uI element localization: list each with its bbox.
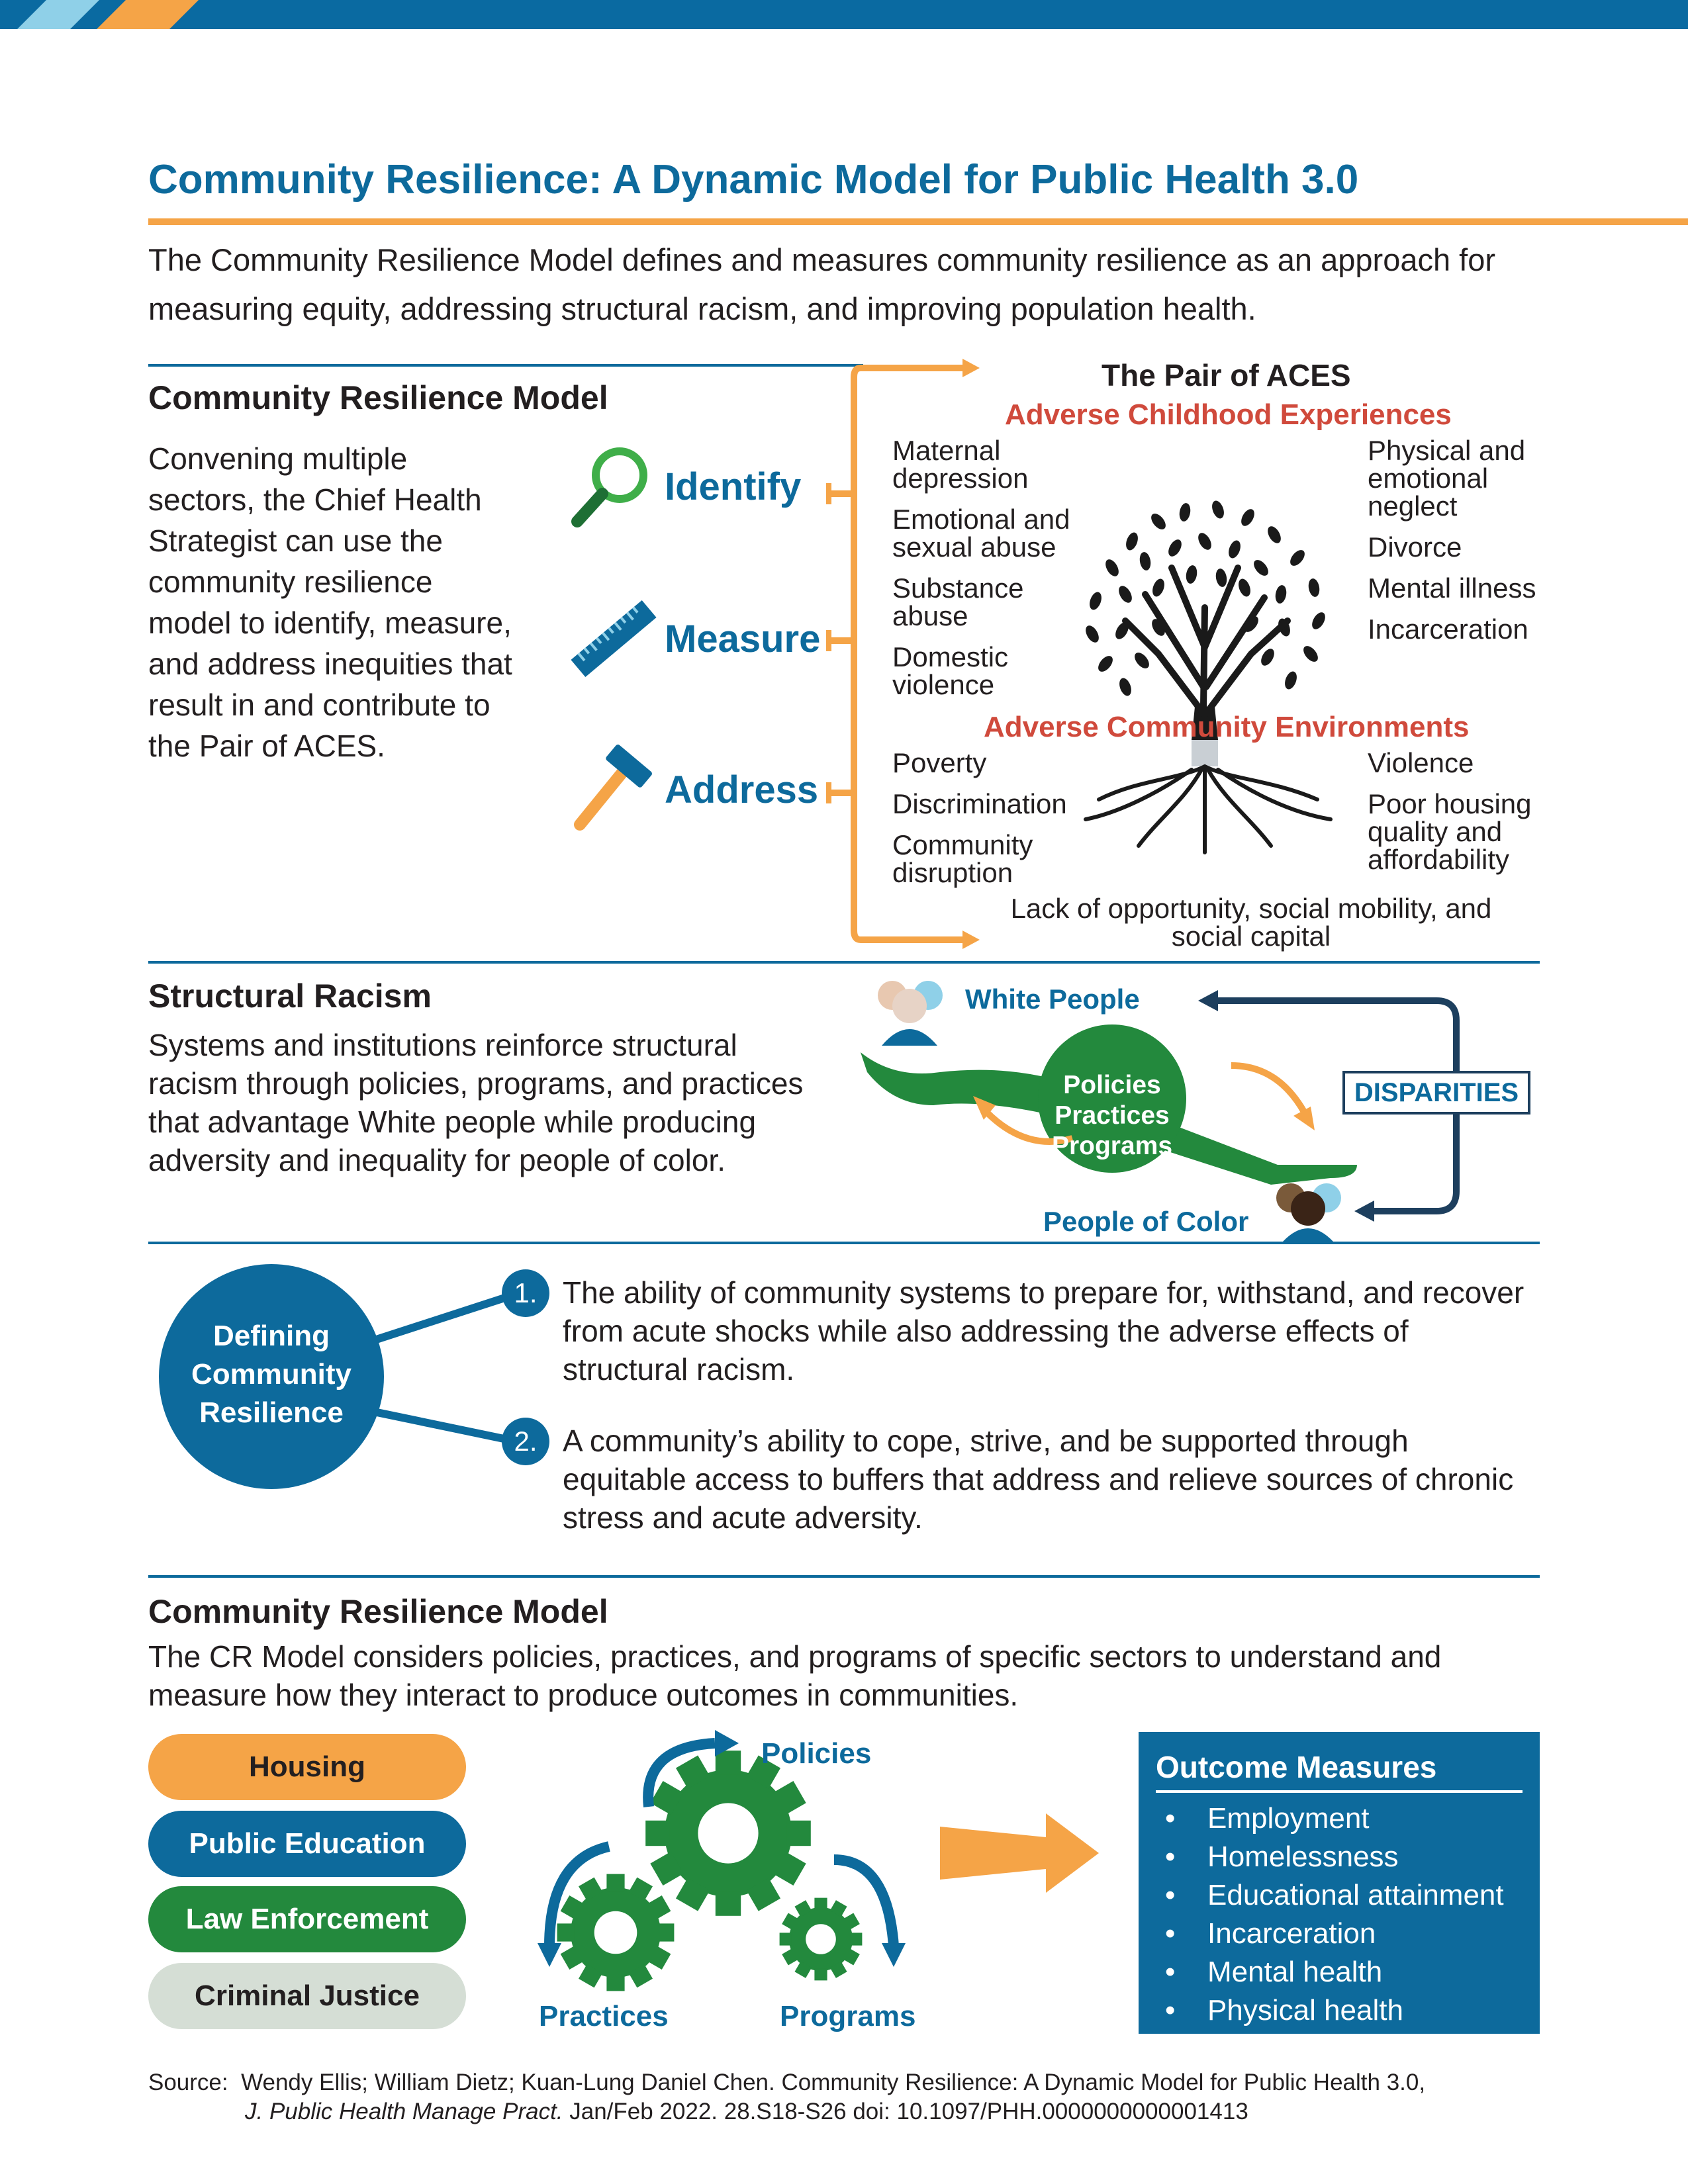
ruler-icon: [571, 600, 657, 678]
ace-item: Physical and emotional neglect: [1368, 435, 1526, 522]
ace-item: Poor housing quality and affordability: [1368, 788, 1532, 875]
definition-item: The ability of community systems to prep…: [563, 1275, 1524, 1387]
page-title: Community Resilience: A Dynamic Model fo…: [148, 157, 1359, 203]
ace-item: Domestic violence: [892, 641, 1009, 700]
section-rule: [148, 961, 1540, 964]
ace-item: Divorce: [1368, 531, 1462, 563]
outcome-item: Physical health: [1139, 1991, 1540, 2030]
cr-model-body: The CR Model considers policies, practic…: [148, 1639, 1442, 1712]
model-body: Convening multiple sectors, the Chief He…: [148, 441, 512, 763]
ace-item: Emotional and sexual abuse: [892, 504, 1070, 563]
policy-line: Policies: [1063, 1071, 1161, 1099]
section-rule: [148, 1242, 1540, 1244]
gears-diagram: [538, 1730, 906, 1991]
ace-item: Mental illness: [1368, 572, 1536, 604]
racism-body: Systems and institutions reinforce struc…: [148, 1028, 804, 1177]
disparities-label: DISPARITIES: [1354, 1077, 1519, 1107]
cr-model-heading: Community Resilience Model: [148, 1593, 608, 1630]
sector-housing: Housing: [148, 1734, 466, 1800]
top-banner: [0, 0, 1688, 29]
gear-label-programs: Programs: [780, 2000, 916, 2032]
title-underline: [148, 218, 1688, 225]
racism-heading: Structural Racism: [148, 978, 432, 1015]
section-rule: [148, 364, 863, 367]
sector-law-enforcement: Law Enforcement: [148, 1886, 466, 1952]
community-heading: Adverse Community Environments: [984, 711, 1470, 743]
orange-bracket: [826, 359, 980, 949]
ace-item: Discrimination: [892, 788, 1067, 819]
hammer-icon: [574, 745, 652, 831]
outcome-list: Employment Homelessness Educational atta…: [1139, 1799, 1540, 2030]
people-of-color-label: People of Color: [1043, 1206, 1249, 1237]
ace-item: Poverty: [892, 747, 987, 778]
source-line2: Jan/Feb 2022. 28.S18-S26 doi: 10.1097/PH…: [563, 2099, 1248, 2124]
definition-item: A community’s ability to cope, strive, a…: [563, 1424, 1514, 1535]
structural-racism-diagram: [861, 981, 1530, 1242]
step-identify: Identify: [665, 465, 802, 508]
ace-item: Maternal depression: [892, 435, 1029, 494]
policy-line: Practices: [1055, 1101, 1170, 1130]
policy-line: Programs: [1051, 1132, 1173, 1160]
magnifying-glass-icon: [571, 447, 647, 527]
arrow-right-icon: [940, 1813, 1099, 1893]
definition-connector: [159, 1264, 524, 1489]
source-journal: J. Public Health Manage Pract.: [245, 2099, 563, 2124]
step-address: Address: [665, 768, 819, 811]
source-citation: Source: Wendy Ellis; William Dietz; Kuan…: [148, 2068, 1671, 2126]
source-label: Source:: [148, 2070, 228, 2095]
gear-label-policies: Policies: [761, 1737, 872, 1770]
step-measure: Measure: [665, 617, 821, 660]
outcome-item: Mental health: [1139, 1953, 1540, 1991]
model-heading: Community Resilience Model: [148, 379, 608, 416]
ace-item: Lack of opportunity, social mobility, an…: [1010, 893, 1492, 952]
definition-number: 1.: [502, 1269, 549, 1317]
section-rule: [148, 1575, 1540, 1578]
sector-public-education: Public Education: [148, 1811, 466, 1877]
outcome-title: Outcome Measures: [1156, 1749, 1523, 1793]
outcome-item: Employment: [1139, 1799, 1540, 1838]
source-line1: Wendy Ellis; William Dietz; Kuan-Lung Da…: [241, 2070, 1426, 2095]
definition-circle-line: Community: [191, 1358, 352, 1390]
ace-item: Incarceration: [1368, 614, 1528, 645]
banner-stripes: [17, 0, 199, 29]
ace-item: Community disruption: [892, 829, 1033, 888]
intro-text: The Community Resilience Model defines a…: [148, 242, 1496, 326]
outcome-measures-panel: Outcome Measures Employment Homelessness…: [1139, 1732, 1540, 2034]
outcome-item: Homelessness: [1139, 1838, 1540, 1876]
ace-item: Violence: [1368, 747, 1474, 778]
definition-circle-line: Resilience: [199, 1396, 344, 1429]
white-people-icon: [878, 981, 943, 1046]
definition-circle-line: Defining: [213, 1320, 330, 1352]
aces-title: The Pair of ACES: [1102, 358, 1351, 392]
ace-item: Substance abuse: [892, 572, 1024, 631]
gear-label-practices: Practices: [539, 2000, 669, 2032]
white-people-label: White People: [965, 983, 1140, 1015]
definition-number: 2.: [502, 1418, 549, 1465]
sector-criminal-justice: Criminal Justice: [148, 1963, 466, 2029]
tree-icon: [1084, 500, 1333, 854]
definition-circle: Defining Community Resilience: [172, 1317, 371, 1432]
outcome-item: Incarceration: [1139, 1915, 1540, 1953]
outcome-item: Educational attainment: [1139, 1876, 1540, 1915]
childhood-heading: Adverse Childhood Experiences: [1005, 398, 1452, 431]
people-of-color-icon: [1276, 1183, 1341, 1242]
